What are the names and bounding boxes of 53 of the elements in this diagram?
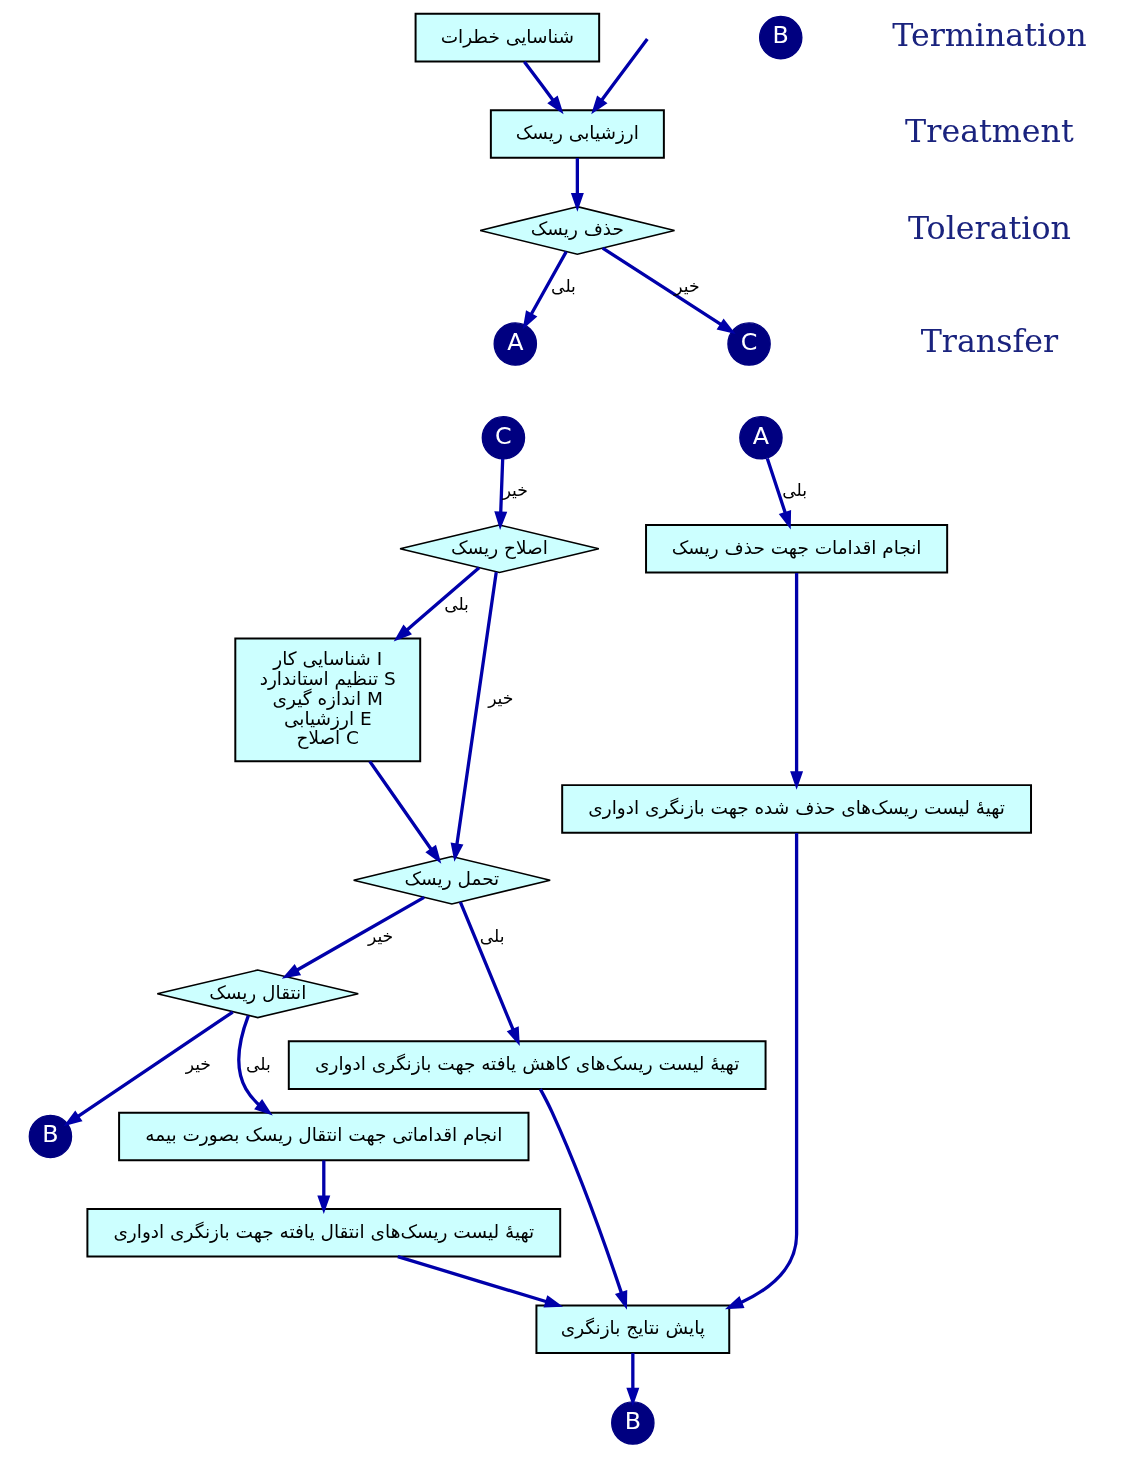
node-diamond: انتقال ریسک bbox=[156, 969, 360, 1019]
arrow bbox=[626, 1353, 640, 1407]
node-diamond: حذف ریسک bbox=[479, 205, 676, 256]
node-circle: B bbox=[28, 1114, 73, 1159]
label: Toleration bbox=[907, 209, 1071, 246]
arrow bbox=[368, 760, 442, 864]
arrow bbox=[397, 1255, 564, 1308]
arrow bbox=[724, 832, 799, 1310]
edge-label: بلی bbox=[246, 1053, 271, 1074]
node-circle: C bbox=[481, 416, 526, 460]
node-circle: B bbox=[611, 1401, 655, 1445]
edge-label: بلی bbox=[551, 275, 576, 296]
node-diamond: اصلاح ریسک bbox=[399, 524, 600, 574]
label: Transfer bbox=[920, 323, 1059, 360]
arrow bbox=[281, 896, 425, 979]
arrow bbox=[458, 901, 520, 1046]
arrow bbox=[570, 158, 584, 212]
edge-label: خیر bbox=[488, 688, 514, 709]
node-box: انجام اقداماتی جهت انتقال ریسک بصورت بیمه bbox=[118, 1111, 530, 1162]
node-diamond: تحمل ریسک bbox=[352, 855, 551, 905]
arrow bbox=[765, 457, 792, 530]
label: Treatment bbox=[905, 113, 1074, 150]
node-circle: A bbox=[493, 322, 538, 366]
node-box: انجام اقدامات جهت حذف ریسک bbox=[645, 523, 949, 574]
edge-label: بلی bbox=[782, 480, 807, 501]
node-circle: B bbox=[758, 15, 803, 60]
node-box: تهیهٔ لیست ریسک‌های کاهش یافته جهت بازنگری ادواری bbox=[287, 1040, 767, 1090]
arrow bbox=[450, 571, 498, 862]
edge-label: بلی bbox=[479, 925, 505, 946]
node-box: تهیهٔ لیست ریسک‌های انتقال یافته جهت بازنگری ادواری bbox=[86, 1208, 562, 1258]
arrow bbox=[317, 1160, 331, 1215]
arrow bbox=[601, 246, 736, 335]
arrow bbox=[63, 1010, 234, 1127]
node-box: ارزشیابی ریسک bbox=[489, 109, 665, 159]
node-circle: C bbox=[727, 322, 771, 366]
edge-label: خیر bbox=[185, 1053, 211, 1074]
edge-label: خیر bbox=[367, 925, 394, 946]
arrow bbox=[522, 250, 568, 330]
arrow bbox=[523, 60, 564, 115]
edge-label: بلی bbox=[444, 594, 469, 615]
arrow bbox=[538, 1088, 628, 1310]
node-box: شناسایی کار I تنظیم استاندارد S اندازه گیری M ارزشیابی E اصلاح C bbox=[234, 637, 422, 763]
arrow bbox=[591, 38, 649, 115]
node-box: شناسایی خطرات bbox=[414, 12, 601, 63]
edge-label: خیر bbox=[674, 275, 700, 296]
node-box: تهیهٔ لیست ریسک‌های حذف شده جهت بازنگری ادواری bbox=[561, 784, 1032, 834]
arrow bbox=[790, 572, 804, 790]
arrow bbox=[237, 1014, 273, 1116]
arrow bbox=[494, 458, 508, 531]
node-box: پایش نتایج بازنگری bbox=[535, 1304, 731, 1354]
arrow bbox=[393, 566, 481, 642]
node-circle: A bbox=[739, 416, 783, 460]
label: Termination bbox=[892, 16, 1087, 53]
